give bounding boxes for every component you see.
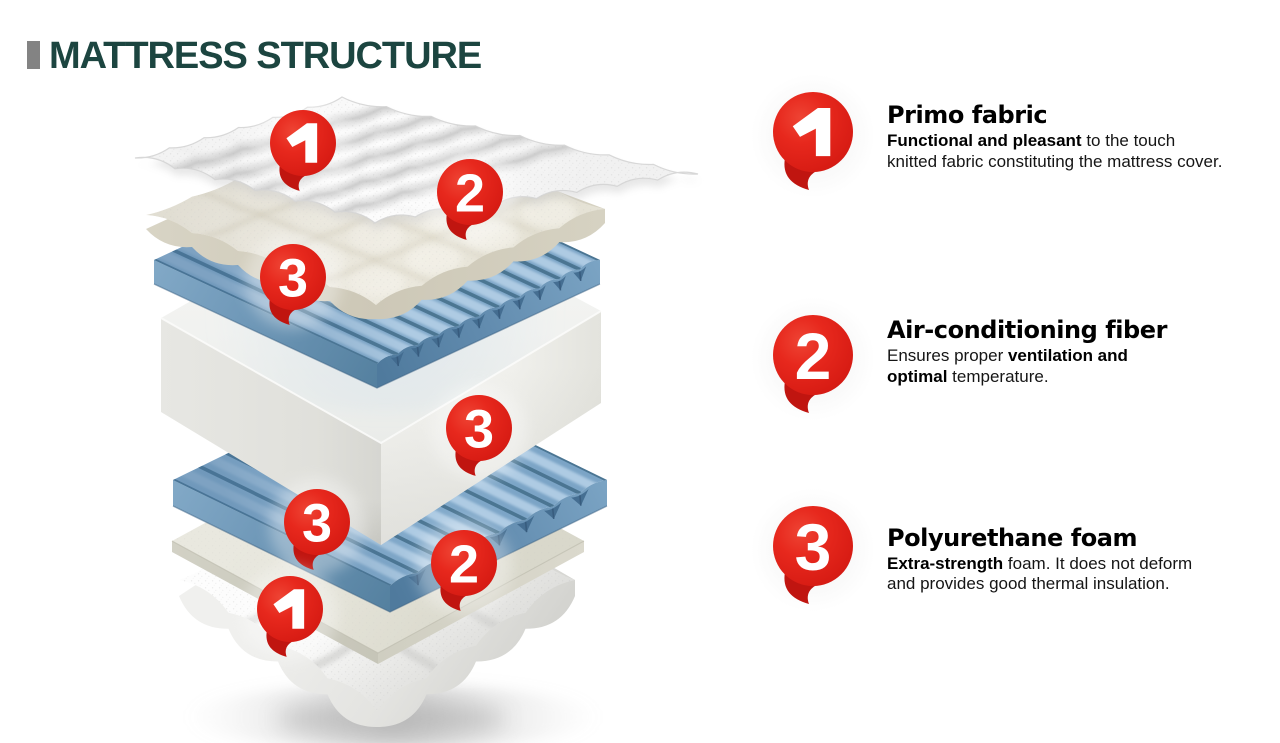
- marker-number: 3: [795, 510, 832, 584]
- marker-number: [792, 108, 831, 157]
- marker-number: 2: [795, 319, 832, 393]
- mattress-illustration: 2 3 3 3 2: [134, 96, 700, 743]
- marker-number: [273, 589, 305, 629]
- legend-balloon: 2: [751, 297, 875, 429]
- legend-balloon: [751, 74, 875, 206]
- legend-balloon: 3: [751, 488, 875, 620]
- marker-balloon: 2: [416, 519, 512, 615]
- marker-balloon: 3: [245, 233, 341, 329]
- marker-balloon: 3: [431, 384, 527, 480]
- legend-heading: Polyurethane foam: [887, 523, 1138, 552]
- marker-balloon: [242, 565, 338, 661]
- marker-number: 2: [455, 164, 485, 224]
- page-title: MATTRESS STRUCTURE: [49, 35, 482, 77]
- marker-balloon: 2: [422, 148, 518, 244]
- legend-heading: Primo fabric: [887, 100, 1048, 129]
- marker-number: [286, 123, 318, 163]
- title-accent-bar: [27, 41, 40, 69]
- marker-number: 2: [449, 535, 479, 595]
- marker-number: 3: [278, 249, 308, 309]
- marker-number: 3: [302, 494, 332, 554]
- markers: 2 3 3 3 2: [242, 99, 527, 661]
- marker-number: 3: [464, 400, 494, 460]
- marker-balloon: [255, 99, 351, 195]
- marker-balloon: 3: [269, 478, 365, 574]
- legend-heading: Air-conditioning fiber: [887, 315, 1167, 344]
